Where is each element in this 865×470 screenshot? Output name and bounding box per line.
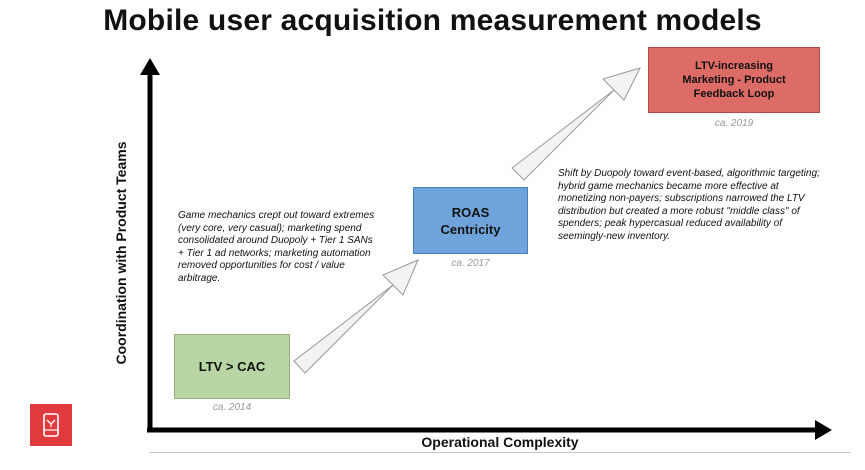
stage-label: LTV > CAC: [198, 359, 266, 374]
stage-label: ROAS Centricity: [440, 204, 501, 237]
stage-label: LTV-increasing Marketing - Product Feedb…: [682, 60, 786, 100]
stage-era-2019: ca. 2019: [714, 118, 754, 129]
mobile-phone-icon: [43, 413, 59, 437]
stage-box-roas: ROAS Centricity: [413, 187, 528, 254]
stage-box-ltv-loop: LTV-increasing Marketing - Product Feedb…: [648, 47, 820, 113]
brand-logo: [30, 404, 72, 446]
page-title: Mobile user acquisition measurement mode…: [103, 4, 762, 37]
stage-era-2017: ca. 2017: [451, 258, 490, 269]
footer-divider: [150, 452, 850, 453]
transition-note-2: Shift by Duopoly toward event-based, alg…: [558, 168, 820, 242]
progress-arrow-2: [511, 67, 641, 181]
x-axis-label: Operational Complexity: [421, 434, 579, 450]
stage-box-ltv-cac: LTV > CAC: [174, 334, 290, 399]
y-axis-arrowhead: [140, 58, 160, 75]
stage-era-2014: ca. 2014: [212, 402, 252, 413]
transition-note-1: Game mechanics crept out toward extremes…: [178, 210, 375, 284]
x-axis-arrowhead: [815, 420, 832, 440]
progress-arrow-1: [293, 259, 419, 374]
y-axis-label: Coordination with Product Teams: [113, 141, 129, 365]
